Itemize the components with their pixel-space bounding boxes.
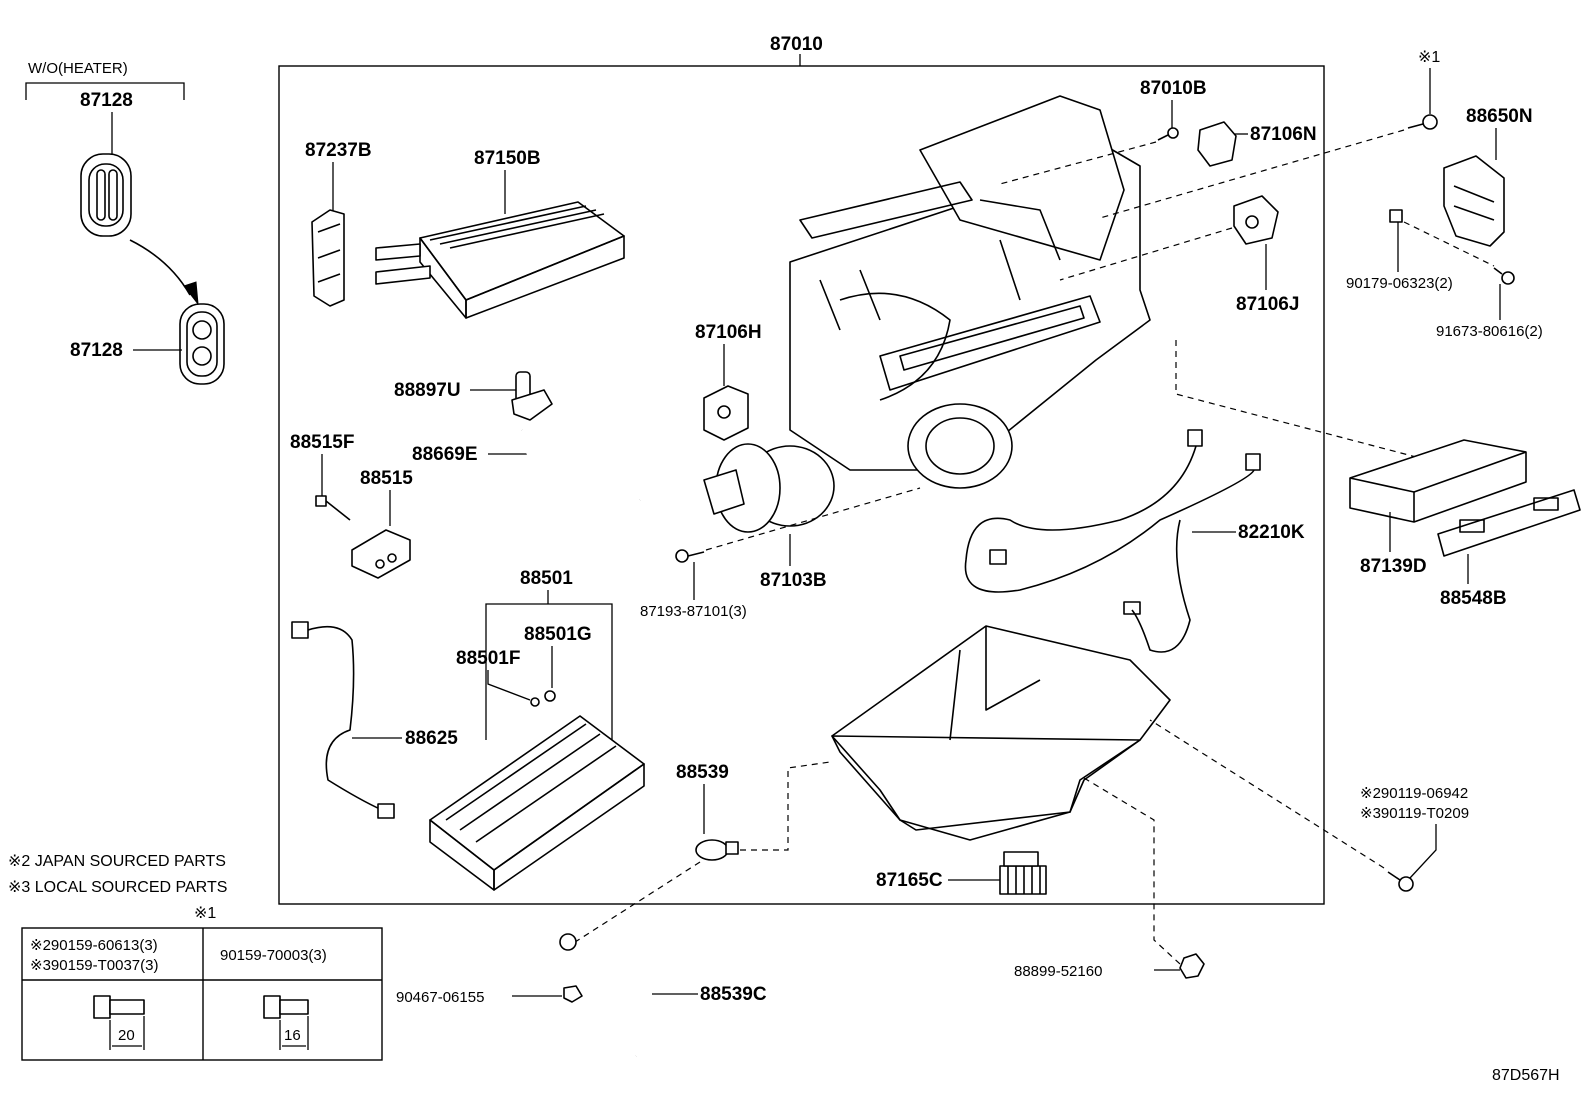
label-87165C[interactable]: 87165C bbox=[876, 870, 943, 891]
lower-case[interactable] bbox=[831, 625, 1171, 841]
label-88501[interactable]: 88501 bbox=[520, 568, 573, 589]
bracket-87237B[interactable] bbox=[311, 209, 345, 307]
label-88548B[interactable]: 88548B bbox=[1440, 588, 1507, 609]
grommet-87128-three-hole[interactable] bbox=[80, 153, 132, 237]
label-87128-top[interactable]: 87128 bbox=[80, 90, 133, 111]
screw-87193[interactable] bbox=[675, 549, 705, 563]
label-87193-87101[interactable]: 87193-87101(3) bbox=[640, 603, 747, 620]
label-90179-06323[interactable]: 90179-06323(2) bbox=[1346, 275, 1453, 292]
hvac-unit-housing[interactable] bbox=[789, 95, 1151, 489]
label-88515[interactable]: 88515 bbox=[360, 468, 413, 489]
label-87139D[interactable]: 87139D bbox=[1360, 556, 1427, 577]
heater-core-87150B[interactable] bbox=[375, 201, 625, 319]
label-88625[interactable]: 88625 bbox=[405, 728, 458, 749]
drawing-id: 87D567H bbox=[1492, 1067, 1560, 1084]
grommet-87128-two-hole[interactable] bbox=[179, 303, 225, 385]
clip-90467[interactable] bbox=[563, 985, 583, 1003]
bolt-90119[interactable] bbox=[1387, 871, 1414, 892]
label-88539C[interactable]: 88539C bbox=[700, 984, 767, 1005]
label-91673-80616[interactable]: 91673-80616(2) bbox=[1436, 323, 1543, 340]
table-bolt-1-line-1: ※290159-60613(3) bbox=[30, 937, 158, 954]
variant-label-without-heater: W/O(HEATER) bbox=[28, 60, 128, 77]
hose-joint-88897U[interactable] bbox=[511, 371, 553, 421]
label-90119-06942[interactable]: ※290119-06942 bbox=[1360, 785, 1468, 802]
blower-resistor-87165C[interactable] bbox=[999, 851, 1047, 895]
table-dim-1: 20 bbox=[118, 1027, 135, 1044]
variant-arrow-icon bbox=[129, 239, 191, 296]
o-ring-88501G[interactable] bbox=[544, 690, 556, 702]
label-88515F[interactable]: 88515F bbox=[290, 432, 354, 453]
bolt-2-icon bbox=[263, 995, 309, 1050]
label-87128-bottom[interactable]: 87128 bbox=[70, 340, 123, 361]
label-87106N[interactable]: 87106N bbox=[1250, 124, 1317, 145]
label-87106H[interactable]: 87106H bbox=[695, 322, 762, 343]
screw-mark-1[interactable] bbox=[1407, 114, 1438, 130]
o-ring-88501F[interactable] bbox=[530, 697, 540, 707]
label-87103B[interactable]: 87103B bbox=[760, 570, 827, 591]
label-82210K[interactable]: 82210K bbox=[1238, 522, 1305, 543]
label-87150B[interactable]: 87150B bbox=[474, 148, 541, 169]
air-filter-87139D[interactable] bbox=[1349, 439, 1527, 523]
note-local-sourced: ※3 LOCAL SOURCED PARTS bbox=[8, 879, 227, 896]
bolt-spec-table: ※290159-60613(3) ※390159-T0037(3) 90159-… bbox=[21, 927, 383, 1061]
nut-88899[interactable] bbox=[1179, 953, 1205, 979]
note-mark-1-table: ※1 bbox=[194, 905, 216, 922]
label-88669E[interactable]: 88669E bbox=[412, 444, 478, 465]
blower-motor-87103B[interactable] bbox=[703, 443, 835, 533]
label-87010B[interactable]: 87010B bbox=[1140, 78, 1207, 99]
servo-motor-87106J[interactable] bbox=[1233, 195, 1279, 245]
label-88650N[interactable]: 88650N bbox=[1466, 106, 1533, 127]
control-module-88650N[interactable] bbox=[1443, 155, 1505, 247]
servo-motor-87106H[interactable] bbox=[703, 385, 749, 441]
wire-harness-82210K[interactable] bbox=[964, 429, 1261, 653]
label-88539[interactable]: 88539 bbox=[676, 762, 729, 783]
table-bolt-1-line-2: ※390159-T0037(3) bbox=[30, 957, 158, 974]
evaporator-88501[interactable] bbox=[429, 715, 645, 891]
pipe-88539C[interactable] bbox=[559, 933, 653, 1059]
note-japan-sourced: ※2 JAPAN SOURCED PARTS bbox=[8, 853, 226, 870]
bolt-1-icon bbox=[93, 995, 145, 1050]
label-90119-T0209[interactable]: ※390119-T0209 bbox=[1360, 805, 1469, 822]
label-88897U[interactable]: 88897U bbox=[394, 380, 461, 401]
label-88899-52160[interactable]: 88899-52160 bbox=[1014, 963, 1102, 980]
sensor-88539[interactable] bbox=[695, 839, 739, 861]
assembly-87010-frame bbox=[278, 65, 1325, 905]
table-bolt-2: 90159-70003(3) bbox=[220, 947, 327, 964]
thermistor-harness-88625[interactable] bbox=[291, 621, 395, 819]
sensor-88515[interactable] bbox=[351, 529, 411, 579]
clip-90179[interactable] bbox=[1389, 209, 1403, 223]
screw-88515F[interactable] bbox=[315, 495, 351, 521]
label-87237B[interactable]: 87237B bbox=[305, 140, 372, 161]
label-88501F[interactable]: 88501F bbox=[456, 648, 520, 669]
label-87106J[interactable]: 87106J bbox=[1236, 294, 1299, 315]
label-87010[interactable]: 87010 bbox=[770, 34, 823, 55]
label-88501G[interactable]: 88501G bbox=[524, 624, 592, 645]
note-mark-1: ※1 bbox=[1418, 49, 1440, 66]
table-dim-2: 16 bbox=[284, 1027, 301, 1044]
screw-87010B[interactable] bbox=[1157, 127, 1179, 141]
servo-motor-87106N[interactable] bbox=[1197, 121, 1237, 167]
bolt-91673[interactable] bbox=[1493, 267, 1515, 285]
filter-cover-88548B[interactable] bbox=[1437, 489, 1581, 557]
label-90467-06155[interactable]: 90467-06155 bbox=[396, 989, 484, 1006]
